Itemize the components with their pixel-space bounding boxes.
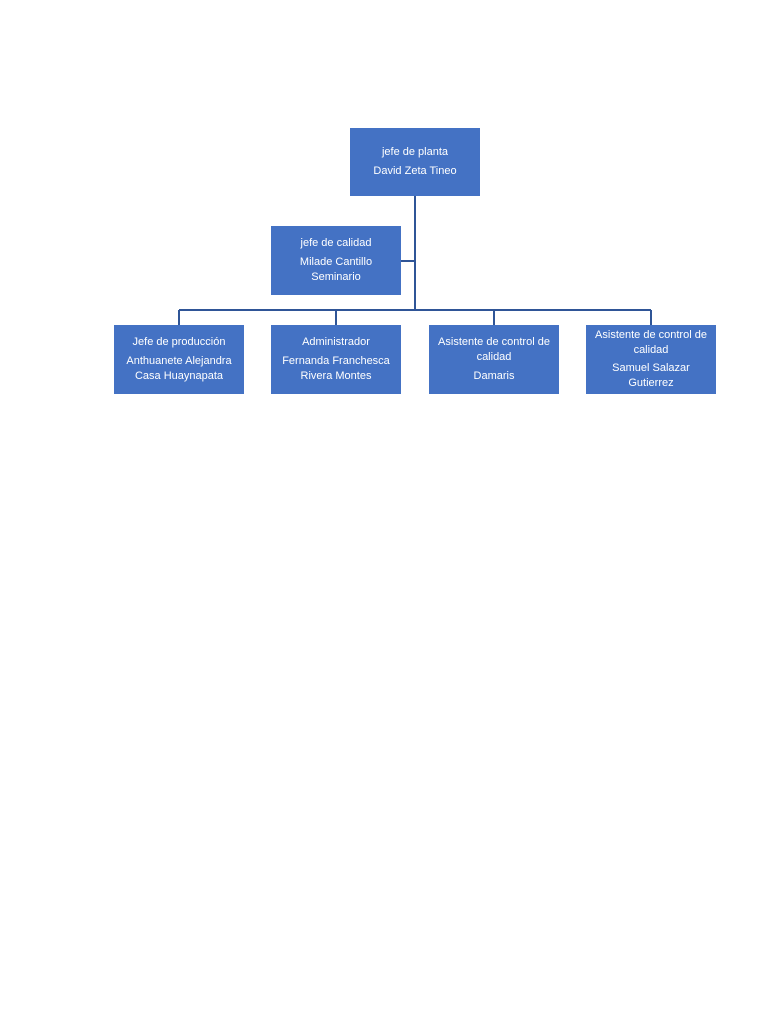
org-node-child: Asistente de control de calidad Damaris <box>429 325 559 394</box>
org-node-role: Administrador <box>302 336 370 348</box>
org-node-role: Jefe de producción <box>132 336 226 348</box>
org-node-role: jefe de planta <box>381 146 449 158</box>
org-node-name: David Zeta Tineo <box>373 165 457 177</box>
org-node-role: Asistente de control de calidad <box>595 329 707 356</box>
org-node-role: jefe de calidad <box>300 237 372 249</box>
org-node-assistant: jefe de calidad Milade Cantillo Seminari… <box>271 226 401 295</box>
org-node-name: Milade Cantillo Seminario <box>299 256 373 283</box>
org-node-root: jefe de planta David Zeta Tineo <box>350 128 480 196</box>
org-node-role: Asistente de control de calidad <box>438 336 550 363</box>
org-node-name: Damaris <box>473 370 515 382</box>
org-node-name: Fernanda Franchesca Rivera Montes <box>282 355 390 382</box>
org-node-name: Anthuanete Alejandra Casa Huaynapata <box>126 355 232 382</box>
org-node-child: Asistente de control de calidad Samuel S… <box>586 325 716 394</box>
org-node-child: Administrador Fernanda Franchesca Rivera… <box>271 325 401 394</box>
org-node-name: Samuel Salazar Gutierrez <box>612 362 690 389</box>
org-node-child: Jefe de producción Anthuanete Alejandra … <box>114 325 244 394</box>
